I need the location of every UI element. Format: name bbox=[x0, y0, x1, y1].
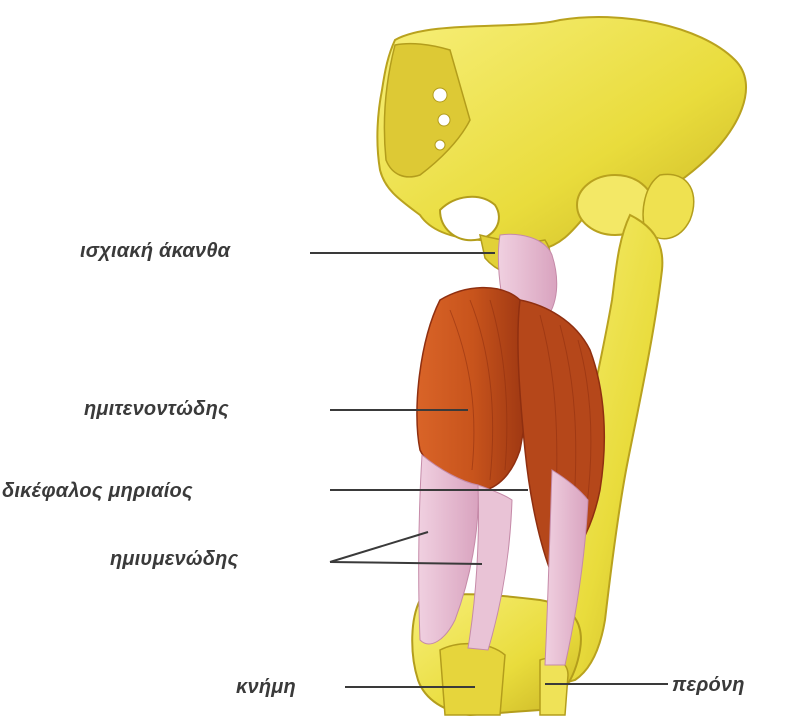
label-tibia: κνήμη bbox=[236, 676, 296, 699]
label-semimembranosus: ημιυμενώδης bbox=[110, 548, 238, 571]
pelvis-bone bbox=[377, 17, 746, 276]
tibia-bone bbox=[440, 644, 505, 715]
label-ischial-spine: ισχιακή άκανθα bbox=[80, 240, 230, 263]
label-fibula: περόνη bbox=[672, 674, 745, 697]
label-semitendinosus: ημιτενοντώδης bbox=[84, 398, 229, 421]
leader-line-semimembranosus-1 bbox=[330, 532, 428, 562]
label-biceps-femoris: δικέφαλος μηριαίος bbox=[2, 480, 193, 503]
fibula-bone bbox=[540, 658, 568, 715]
